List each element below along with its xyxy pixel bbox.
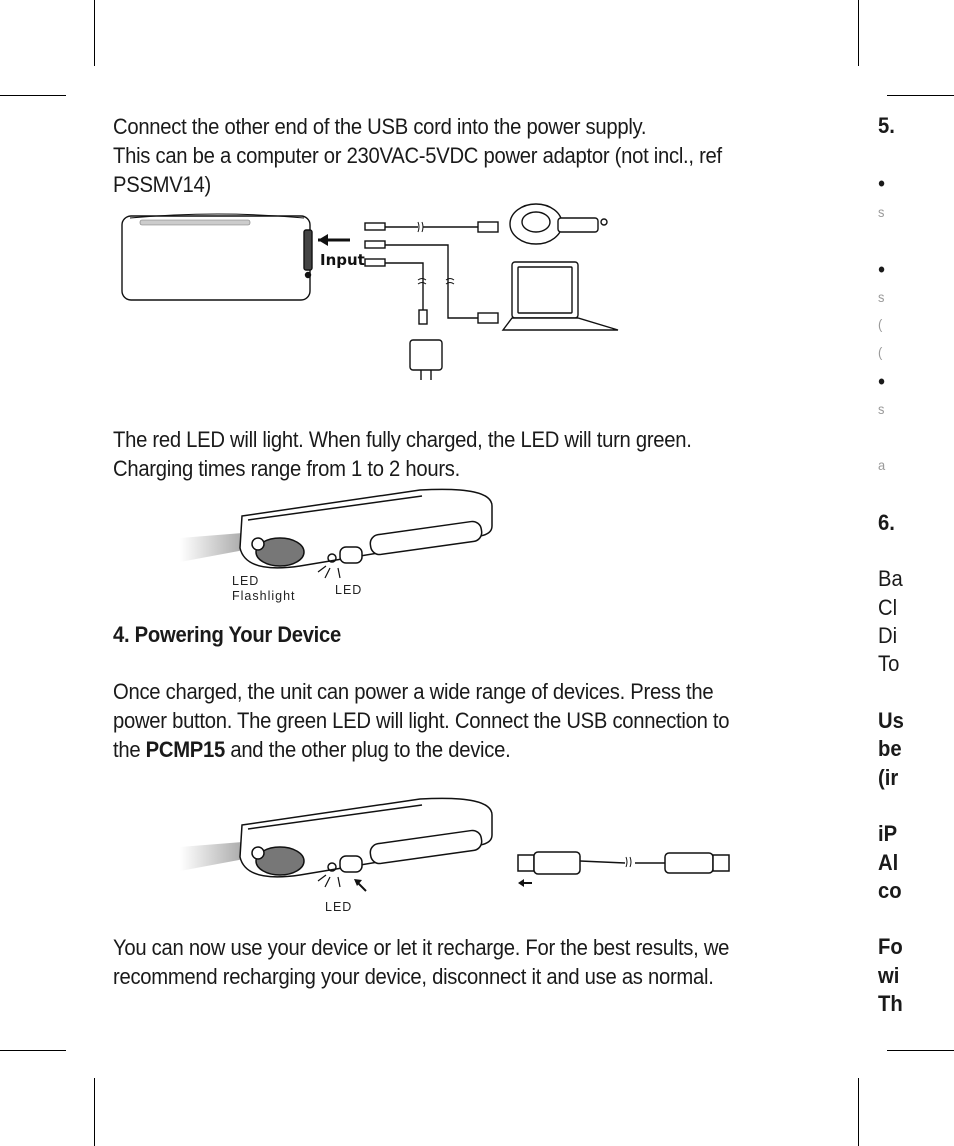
bullet: • <box>878 171 886 196</box>
crop-mark <box>887 95 954 96</box>
text-line: PSSMV14) <box>113 172 211 197</box>
crop-mark <box>0 95 66 96</box>
usb-cable-illustration <box>517 851 730 887</box>
wall-adapter-illustration <box>409 339 443 371</box>
crop-mark <box>94 1078 95 1146</box>
faint-text: s <box>878 401 885 417</box>
crop-mark <box>0 1050 66 1051</box>
bold-text: Al <box>878 850 899 875</box>
text-line: Charging times range from 1 to 2 hours. <box>113 456 460 481</box>
crop-mark <box>858 0 859 66</box>
device-power-diagram: LED <box>180 797 730 914</box>
bold-text: wi <box>878 963 900 988</box>
spec-text: Ba <box>878 566 903 591</box>
intro-paragraph: Connect the other end of the USB cord in… <box>113 112 785 199</box>
usb-port-icon <box>255 537 305 567</box>
text-fragment: the <box>113 737 146 762</box>
text-line: Connect the other end of the USB cord in… <box>113 114 647 139</box>
section-number: 5. <box>878 113 895 138</box>
section-number: 6. <box>878 510 895 535</box>
faint-text: ( <box>878 316 883 332</box>
power-bank-illustration <box>121 215 311 301</box>
text-line: recommend recharging your device, discon… <box>113 964 714 989</box>
bold-text: Us <box>878 708 904 733</box>
bold-text: Fo <box>878 934 903 959</box>
spec-text: To <box>878 651 900 676</box>
bullet: • <box>878 369 886 394</box>
closing-paragraph: You can now use your device or let it re… <box>113 933 785 991</box>
text-line: the PCMP15 and the other plug to the dev… <box>113 735 785 764</box>
laptop-illustration <box>511 261 579 319</box>
spec-text: Di <box>878 623 898 648</box>
bullet: • <box>878 257 886 282</box>
led-label: LED <box>325 900 352 914</box>
led-flashlight-diagram: LED Flashlight LED <box>180 488 493 603</box>
led-label: LED <box>335 583 362 597</box>
car-adapter-illustration <box>509 203 563 245</box>
text-fragment: and the other plug to the device. <box>224 737 511 762</box>
text-line: This can be a computer or 230VAC-5VDC po… <box>113 143 722 168</box>
adjacent-page-column: 5. • s • s ( ( • s a 6. Ba Cl Di To Us b… <box>878 0 954 1146</box>
led-paragraph: The red LED will light. When fully charg… <box>113 425 785 483</box>
text-line: The red LED will light. When fully charg… <box>113 427 692 452</box>
text-line: power button. The green LED will light. … <box>113 708 730 733</box>
input-label: Input <box>320 251 365 269</box>
model-number: PCMP15 <box>145 737 226 762</box>
bold-text: Th <box>878 991 903 1016</box>
faint-text: s <box>878 204 885 220</box>
led-flashlight-label: Flashlight <box>232 589 296 603</box>
light-beam <box>180 841 255 871</box>
bold-text: co <box>878 878 902 903</box>
crop-mark <box>887 1050 954 1051</box>
led-flashlight-label: LED <box>232 574 259 588</box>
bold-text: iP <box>878 821 898 846</box>
light-beam <box>180 532 255 562</box>
charging-connection-diagram: Input <box>121 203 619 380</box>
spec-text: Cl <box>878 595 898 620</box>
section-heading: 4. Powering Your Device <box>113 622 342 647</box>
crop-mark <box>94 0 95 66</box>
crop-mark <box>858 1078 859 1146</box>
bold-text: (ir <box>878 765 899 790</box>
faint-text: s <box>878 289 885 305</box>
faint-text: a <box>878 457 886 473</box>
faint-text: ( <box>878 344 883 360</box>
bold-text: be <box>878 736 902 761</box>
powering-paragraph: Once charged, the unit can power a wide … <box>113 677 785 764</box>
text-line: You can now use your device or let it re… <box>113 935 730 960</box>
text-line: Once charged, the unit can power a wide … <box>113 679 714 704</box>
usb-port-icon <box>255 846 305 876</box>
